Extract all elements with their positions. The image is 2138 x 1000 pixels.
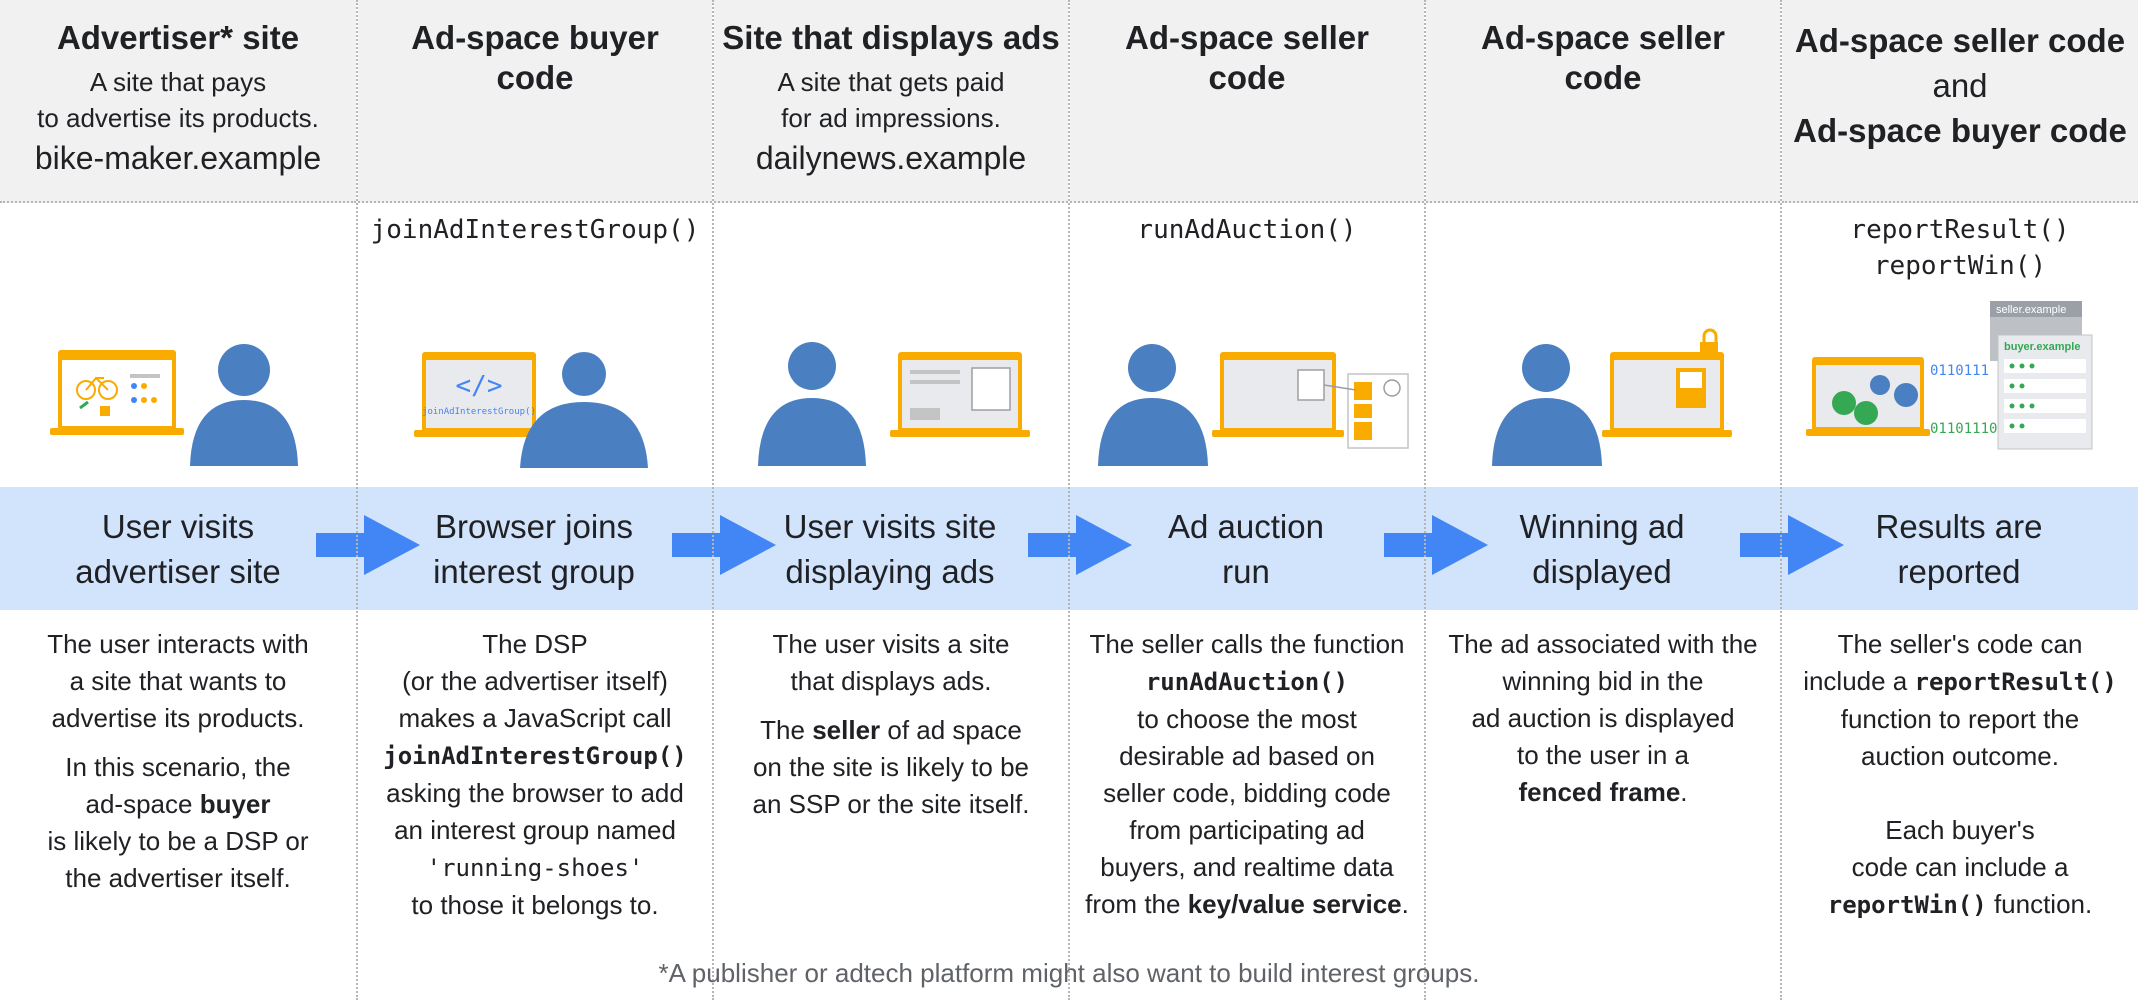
data-bits: 01101110: [1930, 421, 1997, 437]
user-laptop-bike-site-icon: [50, 344, 298, 466]
step-4: Ad auction run: [1068, 487, 1424, 610]
function-label: runAdAuction(): [1137, 215, 1357, 245]
column-title-seller: Ad-space seller code: [1794, 22, 2126, 59]
column-title: Advertiser* site: [56, 19, 300, 56]
footnote: *A publisher or adtech platform might al…: [658, 958, 1480, 988]
column-header: Site that displays ads A site that gets …: [714, 0, 1068, 203]
user-laptop-code-icon: </> joinAdInterestGroup(): [414, 352, 648, 468]
column-report-results: Ad-space seller code and Ad-space buyer …: [1782, 0, 2138, 1000]
site-domain: dailynews.example: [755, 140, 1027, 176]
step-5: Winning ad displayed: [1424, 487, 1780, 610]
gear-icon: [1854, 401, 1878, 425]
step-3: User visits site displaying ads: [712, 487, 1068, 610]
user-laptop-news-site-icon: [758, 342, 1030, 466]
step-3-line2: displaying ads: [785, 552, 995, 590]
column-site-displays-ads: Site that displays ads A site that gets …: [714, 0, 1070, 1000]
arrow-icon: [316, 515, 420, 575]
step-6-line2: reported: [1897, 552, 2021, 590]
column-body: The DSP (or the advertiser itself) makes…: [383, 629, 687, 920]
step-2-line2: interest group: [433, 552, 635, 590]
seller-server-label: seller.example: [1996, 304, 2066, 316]
step-1: User visits advertiser site: [0, 487, 356, 610]
arrow-icon: [1384, 515, 1488, 575]
column-header: Ad-space seller code and Ad-space buyer …: [1782, 0, 2138, 203]
gear-icon: [1870, 375, 1890, 395]
user-laptop-auction-icon: [1098, 344, 1409, 466]
arrow-icon: [1028, 515, 1132, 575]
column-body: The seller's code can include a reportRe…: [1803, 629, 2117, 919]
step-4-line2: run: [1222, 552, 1270, 590]
data-bits: 0110111: [1930, 363, 1989, 379]
column-title-and: and: [1932, 67, 1988, 104]
column-title-buyer: Ad-space buyer code: [1793, 112, 2127, 149]
step-6-line1: Results are: [1875, 507, 2043, 545]
step-4-line1: Ad auction: [1168, 507, 1324, 545]
column-title: Site that displays ads: [722, 19, 1060, 56]
step-1-line2: advertiser site: [75, 552, 281, 590]
column-body: The seller calls the function runAdAucti…: [1085, 629, 1409, 919]
function-label: joinAdInterestGroup(): [370, 215, 700, 245]
step-2-line1: Browser joins: [434, 507, 634, 545]
arrow-icon: [672, 515, 776, 575]
buyer-server-label: buyer.example: [2004, 341, 2080, 353]
step-3-line1: User visits site: [783, 507, 997, 545]
code-icon-text: </>: [456, 371, 503, 401]
servers-report-icon: 0110111 01101110 seller.example buyer.ex…: [1806, 301, 2093, 450]
gear-icon: [1894, 383, 1918, 407]
gear-icon: [1832, 391, 1856, 415]
step-1-line1: User visits: [101, 507, 255, 545]
column-body: The ad associated with the winning bid i…: [1448, 629, 1758, 807]
step-6: Results are reported: [1780, 487, 2138, 610]
user-laptop-fenced-frame-icon: [1492, 328, 1732, 466]
step-5-line2: displayed: [1532, 552, 1672, 590]
step-5-line1: Winning ad: [1519, 507, 1685, 545]
lock-icon: [1700, 342, 1718, 358]
function-labels: reportResult()reportWin(): [1850, 215, 2070, 281]
arrow-icon: [1740, 515, 1844, 575]
site-domain: bike-maker.example: [34, 140, 322, 176]
code-fn-text: joinAdInterestGroup(): [422, 407, 536, 417]
step-2: Browser joins interest group: [356, 487, 712, 610]
